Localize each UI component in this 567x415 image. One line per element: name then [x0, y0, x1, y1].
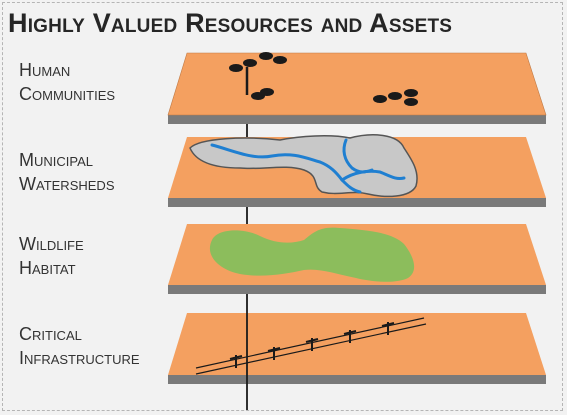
power-tower-icons [229, 322, 395, 368]
layer-plane-critical-infrastructure [168, 313, 546, 384]
layer-label-line2: Infrastructure [19, 348, 140, 368]
layer-label-line2: Communities [19, 84, 116, 104]
community-markers [229, 52, 418, 106]
layer-label-line1: Municipal [19, 150, 93, 170]
diagram-title: Highly Valued Resources and Assets [8, 8, 453, 38]
layer-label-human-communities: Human Communities [19, 58, 115, 106]
layer-label-line1: Critical [19, 324, 82, 344]
diagram-frame [2, 2, 563, 411]
streams [210, 138, 406, 194]
power-tower-icon [267, 347, 281, 360]
power-tower-icon [343, 330, 357, 343]
watershed-area [189, 134, 418, 198]
layer-label-line2: Habitat [19, 258, 76, 278]
layer-label-critical-infrastructure: Critical Infrastructure [19, 322, 140, 370]
layer-plane-human-communities [167, 52, 547, 124]
layer-label-line1: Wildlife [19, 234, 84, 254]
habitat-patch [209, 227, 415, 282]
power-tower-icon [381, 322, 395, 335]
layer-label-municipal-watersheds: Municipal Watersheds [19, 148, 114, 196]
layer-label-line2: Watersheds [19, 174, 115, 194]
layer-label-line1: Human [19, 60, 71, 80]
power-tower-icon [305, 338, 319, 351]
power-tower-icon [229, 355, 243, 368]
layer-label-wildlife-habitat: Wildlife Habitat [19, 232, 84, 280]
